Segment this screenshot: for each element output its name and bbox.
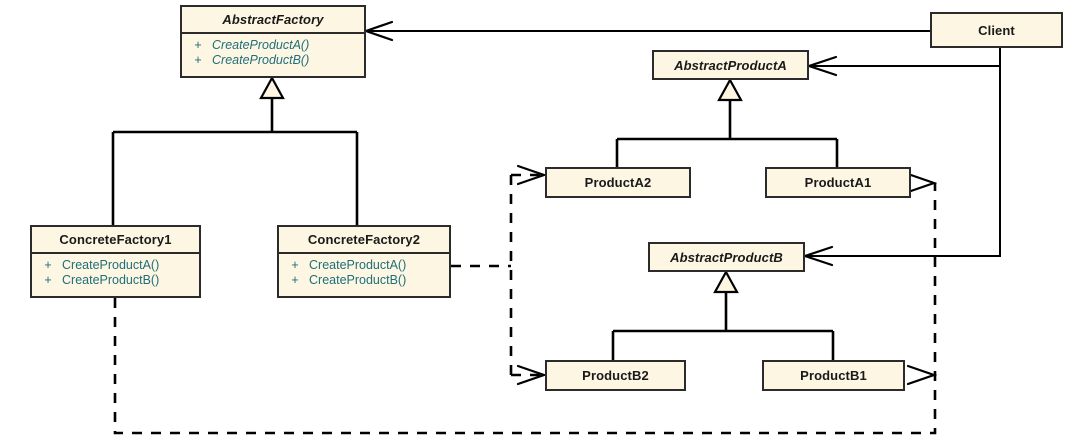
member-visibility: + [44, 258, 52, 272]
member-visibility: + [291, 273, 299, 287]
class-box-abstract-product-a[interactable]: AbstractProductA [652, 50, 809, 80]
class-box-concrete-factory2[interactable]: ConcreteFactory2 + CreateProductA() + Cr… [277, 225, 451, 298]
class-members-concrete-factory2: + CreateProductA() + CreateProductB() [279, 254, 449, 293]
open-arrowhead [362, 20, 394, 42]
open-arrowhead-producta2 [516, 164, 548, 186]
generalization-arrowhead-abstractproductb [713, 269, 739, 294]
class-member: + CreateProductB() [281, 273, 447, 288]
member-signature: CreateProductA() [62, 258, 160, 272]
class-name-product-b2: ProductB2 [582, 368, 649, 383]
class-name-concrete-factory1: ConcreteFactory1 [59, 232, 172, 247]
class-box-concrete-factory1[interactable]: ConcreteFactory1 + CreateProductA() + Cr… [30, 225, 201, 298]
open-arrowhead [801, 245, 834, 267]
member-visibility: + [291, 258, 299, 272]
association-client-abstractproductb [801, 66, 1001, 267]
class-box-product-b2[interactable]: ProductB2 [545, 360, 686, 391]
open-arrowhead-producta1 [906, 172, 938, 194]
member-signature: CreateProductB() [62, 273, 160, 287]
open-arrowhead-productb1 [906, 364, 938, 386]
class-member: + CreateProductB() [34, 273, 197, 288]
association-client-abstractproducta [805, 48, 1001, 77]
generalization-arrowhead-abstractproducta [717, 77, 743, 102]
class-name-product-a1: ProductA1 [804, 175, 872, 190]
member-visibility: + [194, 53, 202, 67]
class-member: + CreateProductA() [184, 38, 362, 53]
member-signature: CreateProductA() [309, 258, 407, 272]
class-name-abstract-product-b: AbstractProductB [670, 249, 783, 265]
class-member: + CreateProductA() [34, 258, 197, 273]
class-box-abstract-product-b[interactable]: AbstractProductB [648, 242, 805, 272]
generalization-product-b [611, 269, 835, 360]
class-name-abstract-product-a: AbstractProductA [674, 57, 787, 73]
generalization-product-a [615, 77, 839, 167]
class-name-concrete-factory2: ConcreteFactory2 [307, 232, 421, 247]
member-signature: CreateProductB() [212, 53, 310, 67]
class-box-product-a2[interactable]: ProductA2 [545, 167, 691, 198]
member-signature: CreateProductB() [309, 273, 407, 287]
member-signature: CreateProductA() [212, 38, 310, 52]
open-arrowhead-productb2 [516, 364, 548, 386]
member-visibility: + [44, 273, 52, 287]
class-divider [182, 32, 364, 34]
generalization-arrowhead-abstractfactory [259, 75, 285, 100]
class-box-product-a1[interactable]: ProductA1 [765, 167, 911, 198]
class-name-abstract-factory: AbstractFactory [222, 12, 324, 27]
class-members-abstract-factory: + CreateProductA() + CreateProductB() [182, 34, 364, 73]
dependency-concretefactory2-products [451, 164, 548, 386]
class-name-product-a2: ProductA2 [584, 175, 652, 190]
class-member: + CreateProductA() [281, 258, 447, 273]
member-visibility: + [194, 38, 202, 52]
dependency-concretefactory1-products [113, 172, 938, 435]
class-box-abstract-factory[interactable]: AbstractFactory + CreateProductA() + Cre… [180, 5, 366, 78]
association-client-abstractfactory [362, 20, 930, 42]
open-arrowhead [805, 55, 838, 77]
class-box-product-b1[interactable]: ProductB1 [762, 360, 905, 391]
class-box-client[interactable]: Client [930, 12, 1063, 48]
class-members-concrete-factory1: + CreateProductA() + CreateProductB() [32, 254, 199, 293]
class-member: + CreateProductB() [184, 53, 362, 68]
generalization-factories [111, 75, 359, 225]
class-name-client: Client [978, 22, 1015, 38]
class-name-product-b1: ProductB1 [800, 368, 867, 383]
